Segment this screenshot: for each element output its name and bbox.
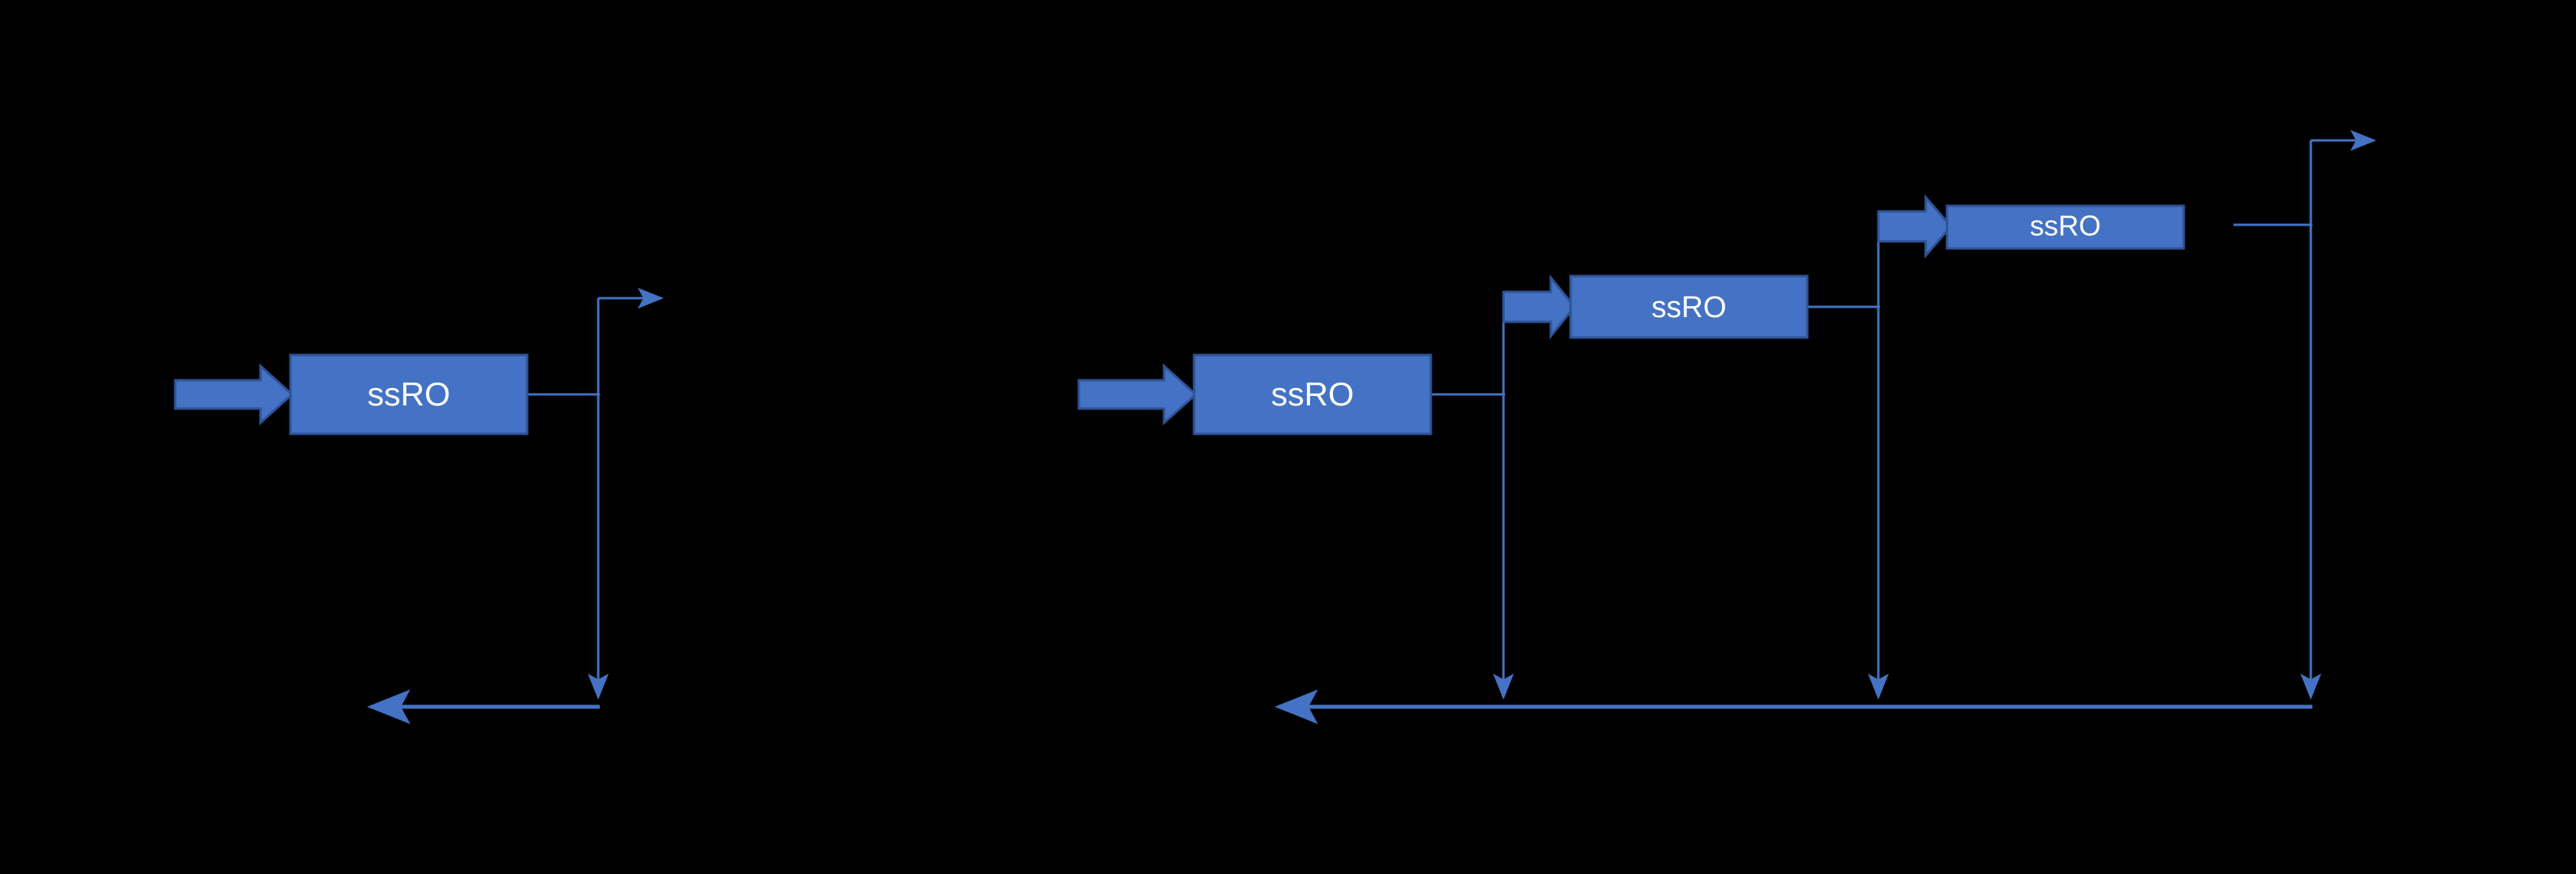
stage1-block[interactable] — [289, 353, 529, 435]
stage1-block-label: ssRO — [368, 375, 451, 413]
stage1-input-block-arrow — [174, 363, 294, 426]
cascade-stage2-block-label: ssRO — [1652, 291, 1727, 324]
diagram-three-stage-cascade: ssRO ssRO ssRO — [1077, 129, 2376, 724]
cascade-stage1-block[interactable] — [1193, 353, 1432, 435]
cascade-stage3-block-label: ssRO — [2030, 210, 2101, 242]
cascade-stage2-block[interactable] — [1569, 275, 1809, 339]
cascade-stage1-block-label: ssRO — [1271, 375, 1354, 413]
cascade-stage1-input-block-arrow — [1077, 363, 1198, 426]
diagram-single-stage: ssRO — [174, 287, 664, 724]
cascade-stage3-block[interactable] — [1945, 204, 2185, 250]
cascade-stage3-input-block-arrow — [1877, 193, 1953, 260]
cascade-stage2-input-block-arrow — [1502, 274, 1576, 340]
